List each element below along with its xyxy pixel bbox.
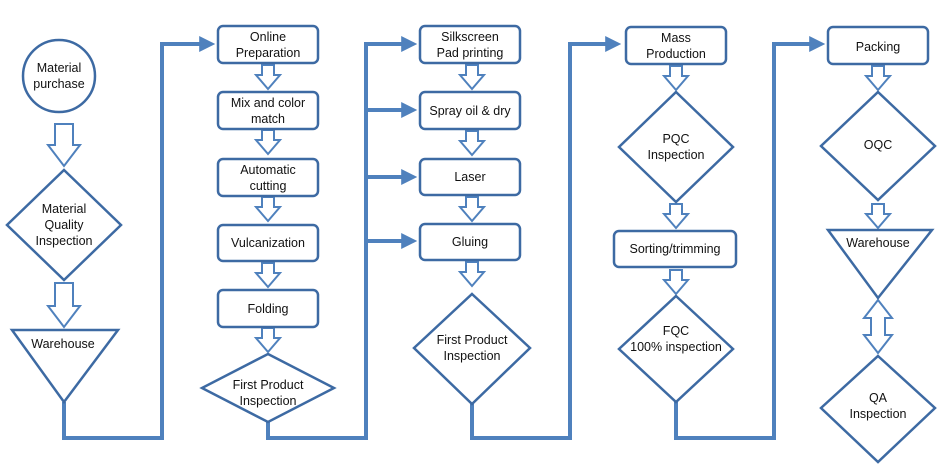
connector-col4-to-col5	[674, 36, 826, 440]
hollow-arrow-down	[45, 282, 83, 329]
hollow-arrow-down	[457, 196, 487, 223]
label-oqc: OQC	[863, 138, 893, 152]
hollow-arrow-down	[45, 123, 83, 168]
connector-col1-to-col2	[62, 36, 216, 440]
node-fqc-inspection	[617, 294, 735, 404]
hollow-arrow-down	[863, 65, 893, 92]
hollow-arrow-down	[457, 261, 487, 288]
node-automatic-cutting	[216, 157, 320, 198]
node-vulcanization	[216, 223, 320, 263]
hollow-arrow-down	[863, 203, 893, 230]
node-warehouse-start	[9, 328, 121, 405]
node-mass-production	[624, 25, 728, 66]
label-vulcanization: Vulcanization	[231, 236, 305, 250]
node-oqc	[819, 90, 937, 202]
node-spray-oil-dry	[418, 90, 522, 131]
hollow-arrow-down	[253, 262, 283, 289]
node-qa-inspection	[819, 354, 937, 464]
hollow-arrow-down	[253, 129, 283, 156]
label-warehouse-end: Warehouse	[846, 236, 910, 250]
node-gluing	[418, 222, 522, 262]
connector-lines	[62, 36, 826, 440]
hollow-arrow-down	[661, 203, 691, 230]
node-packing	[826, 25, 930, 66]
node-first-product-inspection-2	[412, 292, 532, 406]
node-online-preparation	[216, 24, 320, 65]
hollow-arrow-down	[457, 64, 487, 91]
hollow-arrow-down	[457, 130, 487, 157]
hollow-arrow-down	[661, 65, 691, 92]
label-laser: Laser	[454, 170, 486, 184]
hollow-arrow-down	[253, 327, 283, 354]
connector-col3-to-col4	[470, 36, 622, 440]
node-material-purchase	[21, 38, 97, 114]
node-laser	[418, 157, 522, 197]
connector-col2-to-col3	[266, 36, 418, 440]
node-mix-color-match	[216, 90, 320, 131]
node-pqc-inspection	[617, 90, 735, 204]
hollow-arrow-updown	[861, 298, 895, 355]
hollow-arrow-down	[253, 64, 283, 91]
node-material-quality-inspection	[5, 168, 123, 282]
label-packing: Packing	[855, 40, 901, 54]
node-first-product-inspection-1	[199, 352, 337, 424]
node-sorting-trimming	[612, 229, 738, 269]
label-sorting-trimming: Sorting/trimming	[629, 242, 721, 256]
label-spray-oil-dry: Spray oil & dry	[429, 104, 511, 118]
hollow-arrows	[45, 64, 895, 355]
node-warehouse-end	[825, 228, 935, 301]
label-folding: Folding	[247, 302, 289, 316]
hollow-arrow-down	[253, 196, 283, 223]
label-warehouse-start: Warehouse	[31, 337, 95, 351]
label-gluing: Gluing	[451, 235, 489, 249]
flow-nodes	[5, 24, 937, 464]
hollow-arrow-down	[661, 269, 691, 296]
node-silkscreen-pad-printing	[418, 24, 522, 65]
node-folding	[216, 288, 320, 329]
